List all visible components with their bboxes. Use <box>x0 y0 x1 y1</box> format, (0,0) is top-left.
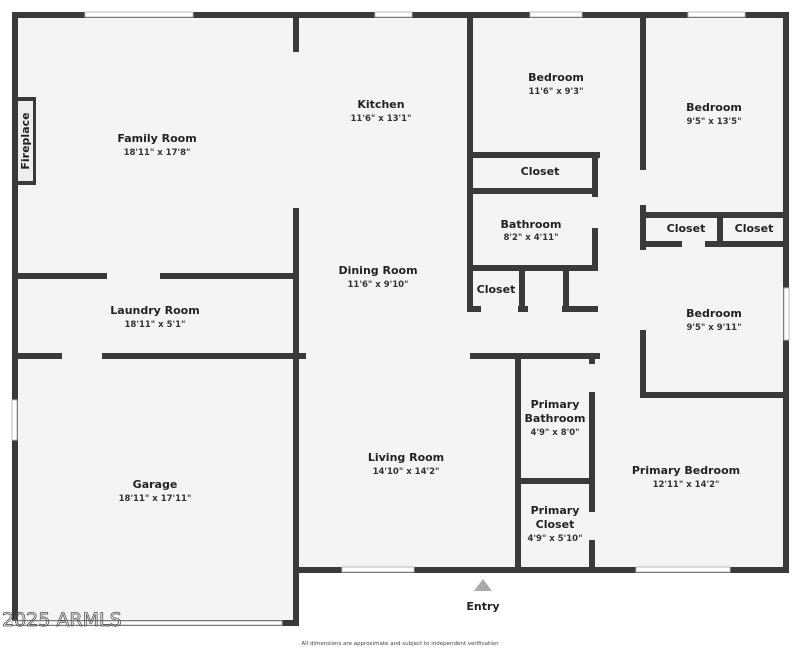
laundry-room-dim: 18'11" x 5'1" <box>125 320 186 330</box>
dining-room-label: Dining Room <box>338 264 417 277</box>
closet-3-label: Closet <box>735 222 774 235</box>
footer-note: All dimensions are approximate and subje… <box>301 641 499 647</box>
closet-2-label: Closet <box>667 222 706 235</box>
kitchen-dim: 11'6" x 13'1" <box>351 114 412 124</box>
living-room-label: Living Room <box>368 451 444 464</box>
bedroom-1-label: Bedroom <box>528 71 584 84</box>
primary-bathroom-label-2: Bathroom <box>525 412 586 425</box>
primary-bathroom-label-1: Primary <box>531 398 580 411</box>
bedroom-3-label: Bedroom <box>686 307 742 320</box>
living-room-dim: 14'10" x 14'2" <box>373 467 440 477</box>
bedroom-3-dim: 9'5" x 9'11" <box>686 323 741 333</box>
room-labels: Family Room 18'11" x 17'8" Kitchen 11'6"… <box>110 71 773 544</box>
closet-4-label: Closet <box>477 283 516 296</box>
primary-bedroom-label: Primary Bedroom <box>632 464 740 477</box>
family-room-label: Family Room <box>117 132 196 145</box>
primary-closet-label-2: Closet <box>536 518 575 531</box>
bedroom-2-label: Bedroom <box>686 101 742 114</box>
watermark: 2025 ARMLS <box>2 609 122 631</box>
bedroom-2-dim: 9'5" x 13'5" <box>686 117 741 127</box>
primary-bedroom-dim: 12'11" x 14'2" <box>653 480 720 490</box>
primary-closet-dim: 4'9" x 5'10" <box>527 534 582 544</box>
laundry-room-label: Laundry Room <box>110 304 199 317</box>
floor <box>12 12 789 573</box>
fireplace-label: Fireplace <box>19 112 32 169</box>
primary-bathroom-dim: 4'9" x 8'0" <box>530 428 579 438</box>
garage-floor <box>12 570 299 626</box>
primary-closet-label-1: Primary <box>531 504 580 517</box>
entry-label: Entry <box>466 600 499 613</box>
bedroom-1-dim: 11'6" x 9'3" <box>528 87 583 97</box>
kitchen-label: Kitchen <box>357 98 404 111</box>
garage-dim: 18'11" x 17'11" <box>119 494 192 504</box>
windows <box>11 11 790 626</box>
bathroom-dim: 8'2" x 4'11" <box>503 233 558 243</box>
garage-label: Garage <box>133 478 178 491</box>
family-room-dim: 18'11" x 17'8" <box>124 148 191 158</box>
entry-arrow-icon <box>474 579 492 591</box>
fireplace: Fireplace <box>14 97 36 185</box>
closet-1-label: Closet <box>521 165 560 178</box>
bathroom-label: Bathroom <box>501 218 562 231</box>
dining-room-dim: 11'6" x 9'10" <box>348 280 409 290</box>
